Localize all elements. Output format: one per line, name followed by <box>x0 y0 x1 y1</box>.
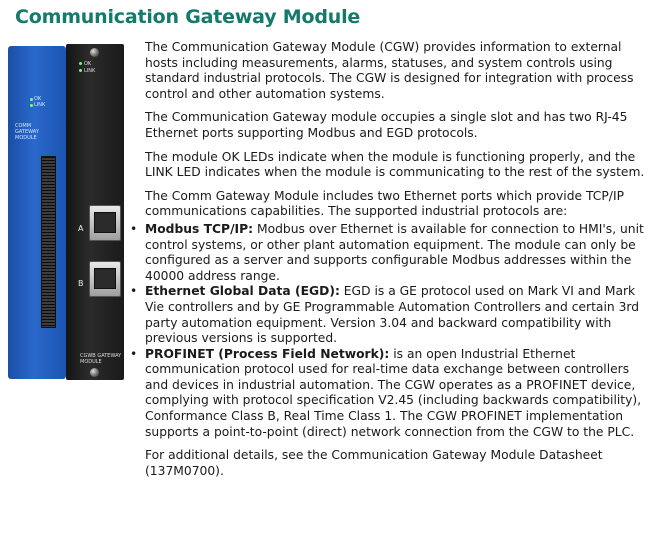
protocols-paragraph: The Comm Gateway Module includes two Eth… <box>145 188 624 219</box>
model-label: CGWB GATEWAY MODULE <box>80 353 122 365</box>
bullet-term: Ethernet Global Data (EGD): <box>145 284 340 299</box>
port-a-label: A <box>78 224 84 233</box>
port-b-label: B <box>78 279 84 288</box>
list-item: PROFINET (Process Field Network): is an … <box>127 347 645 441</box>
side-module-label: COMM GATEWAY MODULE <box>15 123 39 141</box>
status-led-icon <box>79 62 82 65</box>
intro-paragraph: The Communication Gateway Module (CGW) p… <box>145 40 634 101</box>
ethernet-port-icon <box>89 205 121 241</box>
screw-icon <box>90 48 99 57</box>
screw-icon <box>90 368 99 377</box>
page-title: Communication Gateway Module <box>15 6 361 28</box>
closing-paragraph: For additional details, see the Communic… <box>145 448 603 478</box>
status-led-icon <box>30 104 33 107</box>
description-body: The Communication Gateway Module (CGW) p… <box>130 40 645 487</box>
bullet-text: is an open Industrial Ethernet communica… <box>145 346 642 439</box>
module-illustration: OK LINK COMM GATEWAY MODULE OK LINK A B … <box>8 44 125 382</box>
side-led-ok-label: OK <box>34 96 42 102</box>
status-led-icon <box>30 98 33 101</box>
face-led-ok: OK <box>79 61 91 67</box>
list-item: Modbus TCP/IP: Modbus over Ethernet is a… <box>127 222 645 284</box>
status-led-icon <box>79 69 82 72</box>
side-led-link-label: LINK <box>34 102 46 108</box>
slot-paragraph: The Communication Gateway module occupie… <box>145 110 628 140</box>
bullet-text: Modbus over Ethernet is available for co… <box>145 221 644 283</box>
bullet-text: EGD is a GE protocol used on Mark VI and… <box>145 284 640 346</box>
list-item: Ethernet Global Data (EGD): EGD is a GE … <box>127 284 645 346</box>
face-led-link: LINK <box>79 68 95 74</box>
bullet-term: Modbus TCP/IP: <box>145 221 254 236</box>
ethernet-port-icon <box>89 261 121 297</box>
module-side-panel: OK LINK COMM GATEWAY MODULE <box>8 46 66 379</box>
module-face-panel: OK LINK A B CGWB GATEWAY MODULE <box>66 44 124 380</box>
backplane-connector <box>41 156 56 328</box>
protocol-list: Modbus TCP/IP: Modbus over Ethernet is a… <box>127 222 645 440</box>
led-paragraph: The module OK LEDs indicate when the mod… <box>145 149 645 180</box>
bullet-term: PROFINET (Process Field Network): <box>145 346 390 361</box>
